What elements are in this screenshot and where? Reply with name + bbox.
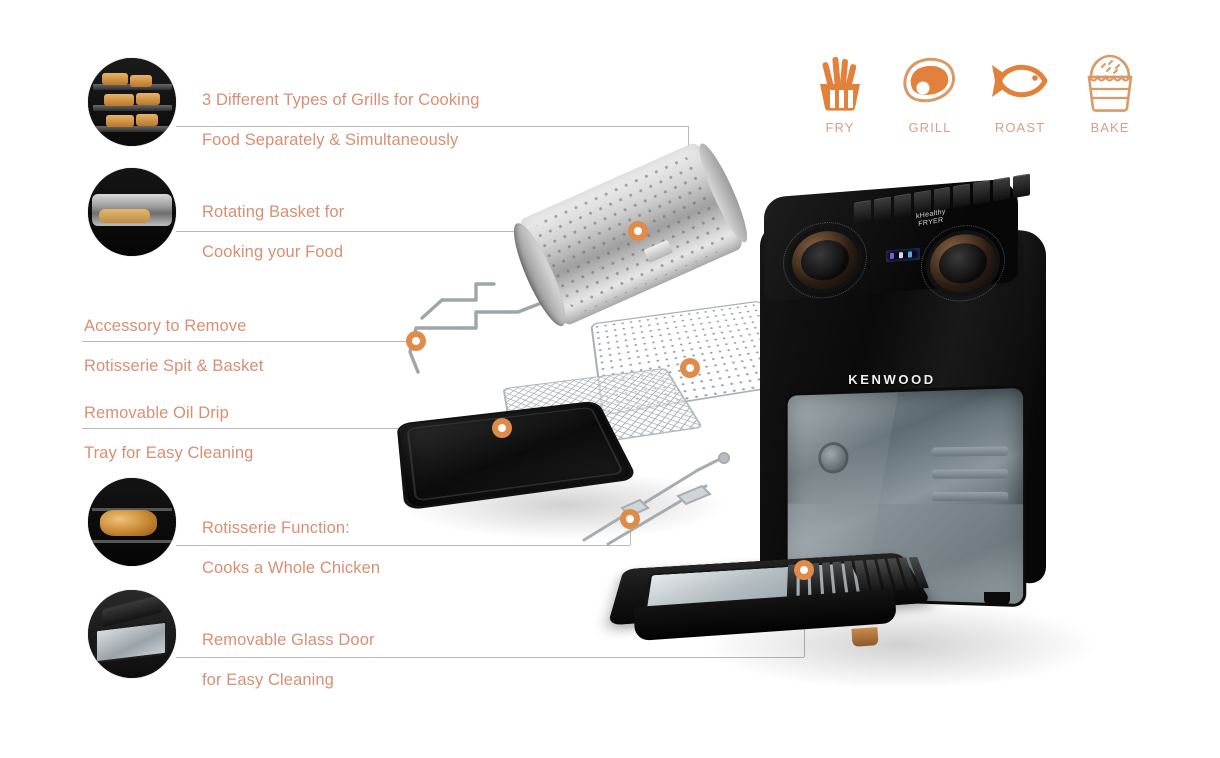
mode-roast-label: ROAST xyxy=(994,120,1046,135)
leader-line-rotisserie-h xyxy=(176,545,630,546)
sub-brand-text: kHealthy FRYER xyxy=(916,208,946,228)
rotisserie-chicken-thumbnail xyxy=(88,478,176,566)
mode-grill: GRILL xyxy=(885,48,975,135)
callout-accessory-line1: Accessory to Remove xyxy=(84,317,247,336)
temperature-knob[interactable] xyxy=(783,218,867,302)
rotating-basket-thumbnail xyxy=(88,168,176,256)
callout-basket-line2: Cooking your Food xyxy=(202,243,344,262)
mode-fry: FRY xyxy=(795,48,885,135)
mode-roast: ROAST xyxy=(975,48,1065,135)
hotspot-rotisserie-spit[interactable] xyxy=(620,509,640,529)
callout-oil-drip-tray-text: Removable Oil Drip Tray for Easy Cleanin… xyxy=(84,383,253,464)
callout-rotisserie-line1: Rotisserie Function: xyxy=(202,519,350,538)
air-fryer-oven: KENWOOD kHealthy FRYER xyxy=(744,173,1050,630)
fryer-control-panel: kHealthy FRYER xyxy=(764,173,1031,305)
callout-rotisserie-text: Rotisserie Function: Cooks a Whole Chick… xyxy=(202,498,380,579)
callout-door-line2: for Easy Cleaning xyxy=(202,671,334,690)
hotspot-rotating-basket[interactable] xyxy=(628,221,648,241)
leader-line-accessory-h xyxy=(82,341,416,342)
callout-grills-line2: Food Separately & Simultaneously xyxy=(202,131,459,150)
grill-racks-thumbnail xyxy=(88,58,176,146)
mode-bake: BAKE xyxy=(1065,48,1155,135)
callout-tray-line1: Removable Oil Drip xyxy=(84,404,229,423)
mode-fry-label: FRY xyxy=(825,120,855,135)
callout-accessory-text: Accessory to Remove Rotisserie Spit & Ba… xyxy=(84,296,263,377)
rotisserie-spit xyxy=(578,452,774,552)
callout-grills-text: 3 Different Types of Grills for Cooking … xyxy=(202,70,480,151)
leader-line-door-h xyxy=(176,657,804,658)
callout-basket-line1: Rotating Basket for xyxy=(202,203,345,222)
callout-rotisserie-line2: Cooks a Whole Chicken xyxy=(202,559,381,578)
callout-grills-line1: 3 Different Types of Grills for Cooking xyxy=(202,91,480,110)
mode-bake-label: BAKE xyxy=(1090,120,1130,135)
fryer-display xyxy=(886,247,920,263)
hotspot-glass-door[interactable] xyxy=(794,560,814,580)
cupcake-icon xyxy=(1065,48,1155,114)
timer-knob[interactable] xyxy=(921,222,1005,305)
door-latch-tab xyxy=(851,627,879,647)
cooking-modes-row: FRY GRILL ROAST xyxy=(795,48,1155,135)
hotspot-oil-drip-tray[interactable] xyxy=(492,418,512,438)
fish-icon xyxy=(975,48,1065,114)
callout-door-line1: Removable Glass Door xyxy=(202,631,375,650)
mode-grill-label: GRILL xyxy=(908,120,952,135)
callout-tray-line2: Tray for Easy Cleaning xyxy=(84,444,254,463)
fries-icon xyxy=(795,48,885,114)
steak-icon xyxy=(885,48,975,114)
leader-line-tray-h xyxy=(82,428,502,429)
leader-line-grills-h xyxy=(176,126,688,127)
hotspot-mesh-basket[interactable] xyxy=(680,358,700,378)
glass-door-thumbnail xyxy=(88,590,176,678)
callout-rotating-basket-text: Rotating Basket for Cooking your Food xyxy=(202,182,344,263)
callout-accessory-line2: Rotisserie Spit & Basket xyxy=(84,357,264,376)
kenwood-brand-logo: KENWOOD xyxy=(848,372,936,387)
callout-glass-door-text: Removable Glass Door for Easy Cleaning xyxy=(202,610,375,691)
leader-line-basket-h xyxy=(176,231,638,232)
removable-glass-door[interactable] xyxy=(607,536,950,658)
hotspot-accessory-tool[interactable] xyxy=(406,331,426,351)
